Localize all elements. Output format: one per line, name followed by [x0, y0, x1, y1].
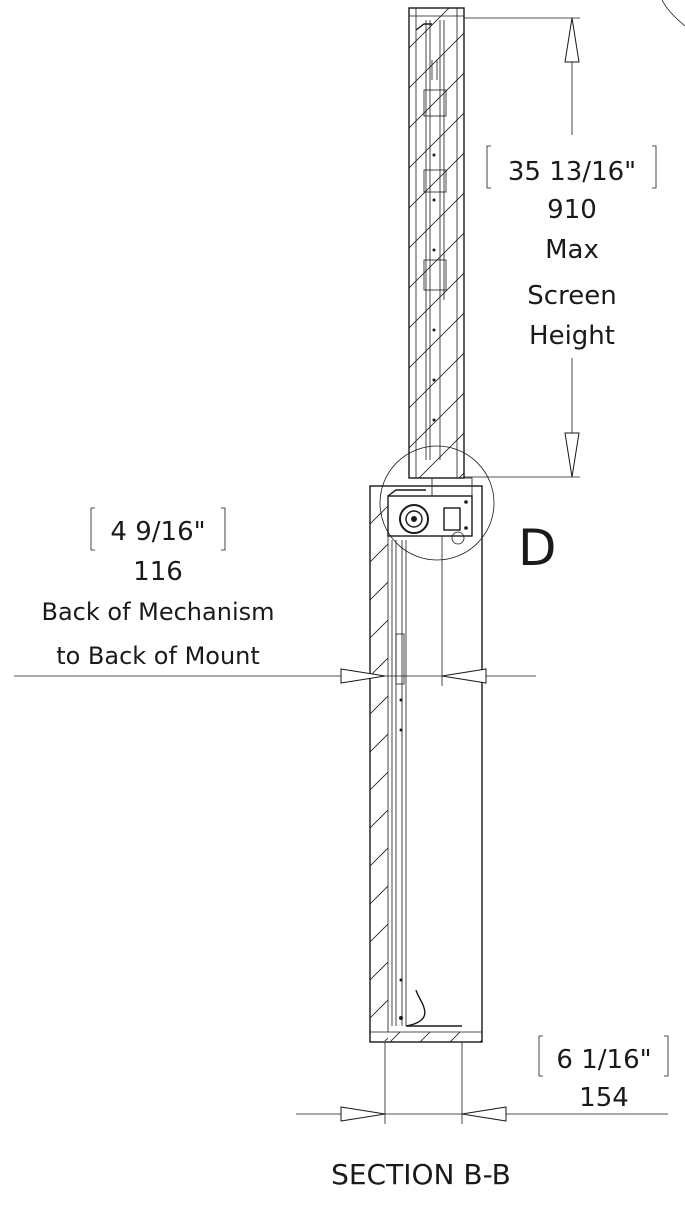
screen-height-caption-2: Screen — [527, 281, 616, 311]
screen-height-metric: 910 — [547, 195, 597, 225]
hatch-line — [370, 505, 388, 525]
hatch-line — [370, 771, 388, 791]
mechanism-offset-imperial: 4 9/16" — [110, 517, 205, 547]
hatch-line — [418, 432, 464, 478]
hatch-line — [370, 847, 388, 867]
hatch-line — [370, 486, 371, 487]
screen-height-label: 35 13/16" 910 Max Screen Height — [486, 145, 657, 351]
upper-hatch — [409, 8, 464, 478]
hatch-line — [409, 72, 464, 129]
screen-height-imperial: 35 13/16" — [508, 157, 636, 187]
mechanism-offset-caption-1: Back of Mechanism — [41, 598, 274, 626]
lower-rail — [391, 540, 462, 1027]
hatch-line — [409, 192, 464, 249]
hatch-line — [409, 312, 464, 369]
screen-rail — [415, 20, 447, 460]
hatch-line — [449, 1032, 461, 1042]
adjacent-view-arc — [661, 0, 685, 27]
hatch-line — [409, 32, 464, 89]
hatch-line — [409, 352, 464, 409]
mount-depth-metric: 154 — [579, 1083, 629, 1113]
hatch-line — [370, 657, 388, 677]
mechanism-block — [387, 477, 473, 545]
hatch-line — [458, 472, 464, 478]
hatch-line — [409, 272, 464, 329]
hatch-line — [370, 999, 388, 1019]
hatch-line — [389, 1032, 401, 1042]
hatch-line — [370, 543, 388, 563]
mechanism-offset-metric: 116 — [133, 557, 183, 587]
detail-d-circle — [379, 445, 495, 561]
hatch-line — [409, 232, 464, 289]
hatch-line — [370, 619, 388, 639]
mechanism-offset-dimension — [14, 536, 536, 686]
screen-height-caption-3: Height — [529, 321, 615, 351]
section-title: SECTION B-B — [331, 1158, 511, 1191]
hatch-line — [409, 8, 410, 9]
mechanism-offset-caption-2: to Back of Mount — [56, 642, 260, 670]
hatch-line — [370, 885, 388, 905]
screen-height-dimension — [464, 17, 580, 478]
detail-label: D — [518, 519, 557, 577]
mount-depth-dimension — [296, 1042, 668, 1124]
hatch-line — [409, 152, 464, 209]
mechanism-offset-label: 4 9/16" 116 Back of Mechanism to Back of… — [41, 507, 275, 670]
hatch-line — [370, 581, 388, 601]
hatch-line — [409, 392, 464, 449]
hatch-line — [370, 809, 388, 829]
mount-depth-imperial: 6 1/16" — [556, 1045, 651, 1075]
hatch-line — [370, 1032, 371, 1033]
hatch-line — [370, 695, 388, 715]
hatch-line — [370, 923, 388, 943]
hatch-line — [409, 8, 450, 49]
hatch-line — [419, 1032, 431, 1042]
hatch-line — [370, 733, 388, 753]
hatch-line — [370, 961, 388, 981]
mount-depth-label: 6 1/16" 154 — [538, 1035, 669, 1113]
lower-mount — [369, 485, 483, 1043]
hatch-line — [409, 112, 464, 169]
screen-height-caption-1: Max — [545, 235, 599, 265]
hatch-line — [479, 1039, 482, 1042]
